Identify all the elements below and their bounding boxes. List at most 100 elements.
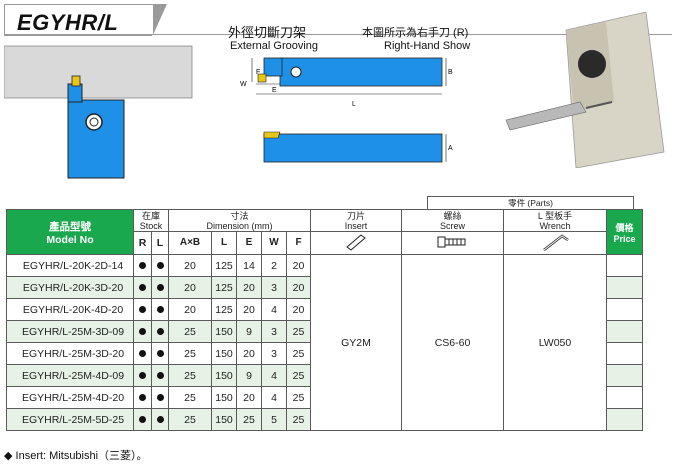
- screw-header-en: Screw: [439, 220, 465, 231]
- length-cell: 150: [211, 364, 237, 387]
- insert-icon: [346, 234, 366, 251]
- wrench-header: L 型板手 Wrench: [503, 209, 607, 232]
- stock-header-cn: 在庫: [141, 210, 160, 221]
- stock-dot-icon: [156, 415, 164, 423]
- top-view-screw-icon: [290, 66, 302, 78]
- insert-header: 刀片 Insert: [310, 209, 402, 232]
- e-cell: 20: [236, 298, 262, 321]
- price-cell: [606, 408, 643, 431]
- stock-header-en: Stock: [139, 220, 163, 231]
- footnote-marker: ◆: [4, 450, 13, 462]
- f-cell: 25: [286, 320, 311, 343]
- stock-l-cell: [151, 386, 169, 409]
- f-cell: 20: [286, 276, 311, 299]
- model-header-en: Model No: [46, 233, 94, 246]
- f-cell: 20: [286, 298, 311, 321]
- hand-label-cn: 本圖所示為右手刀 (R): [362, 27, 469, 39]
- f-cell: 25: [286, 342, 311, 365]
- stock-l-cell: [151, 276, 169, 299]
- stock-dot-icon: [156, 371, 164, 379]
- tool-holder-shape: [67, 99, 125, 179]
- side-view-insert: [263, 131, 281, 139]
- w-cell: 5: [261, 408, 287, 431]
- model-cell: EGYHR/L-20K-2D-14: [6, 254, 134, 277]
- diagram-label-en: External Grooving: [230, 40, 319, 52]
- model-cell: EGYHR/L-25M-3D-20: [6, 342, 134, 365]
- title-tab: EGYHR/L: [4, 4, 167, 35]
- parts-header: 零件 (Parts): [427, 196, 634, 209]
- w-cell: 2: [261, 254, 287, 277]
- col-length-header: L: [211, 231, 237, 255]
- w-cell: 3: [261, 320, 287, 343]
- insert-value-cell: GY2M: [310, 254, 402, 431]
- stock-r-cell: [133, 364, 152, 387]
- model-cell: EGYHR/L-25M-5D-25: [6, 408, 134, 431]
- price-header-en: Price: [613, 233, 636, 244]
- machining-illustration: [4, 45, 193, 179]
- top-view-body: [279, 57, 443, 87]
- price-cell: [606, 386, 643, 409]
- top-view-insert: [257, 73, 267, 83]
- axb-cell: 25: [168, 342, 212, 365]
- dim-label-L: L: [352, 101, 356, 108]
- dim-label-E: E: [272, 87, 277, 94]
- length-cell: 150: [211, 320, 237, 343]
- dim-label-A: A: [448, 145, 453, 152]
- diagram-label-cn: 外徑切斷刀架: [228, 25, 307, 40]
- product-photo: [505, 12, 665, 168]
- stock-l-cell: [151, 254, 169, 277]
- w-cell: 4: [261, 364, 287, 387]
- dimension-header-cn: 寸法: [230, 210, 249, 221]
- wrench-header-en: Wrench: [539, 220, 571, 231]
- header-row-1: 產品型號 Model No 在庫 Stock 寸法 Dimension (mm)…: [6, 209, 643, 255]
- screw-icon-cell: [401, 231, 504, 255]
- dim-label-F: F: [256, 69, 260, 76]
- model-cell: EGYHR/L-20K-4D-20: [6, 298, 134, 321]
- stock-dot-icon: [139, 327, 146, 335]
- stock-l-cell: [151, 298, 169, 321]
- w-cell: 3: [261, 276, 287, 299]
- stock-r-cell: [133, 342, 152, 365]
- length-cell: 150: [211, 408, 237, 431]
- f-cell: 25: [286, 364, 311, 387]
- screw-head-icon: [89, 117, 99, 127]
- price-cell: [606, 320, 643, 343]
- axb-cell: 25: [168, 386, 212, 409]
- tool-neck-shape: [67, 83, 83, 103]
- price-cell: [606, 342, 643, 365]
- insert-icon-cell: [310, 231, 402, 255]
- stock-dot-icon: [139, 283, 146, 291]
- stock-r-cell: [133, 276, 152, 299]
- model-header: 產品型號 Model No: [6, 209, 134, 255]
- stock-l-cell: [151, 342, 169, 365]
- e-cell: 20: [236, 386, 262, 409]
- photo-screw-icon: [578, 50, 606, 78]
- spec-table: 產品型號 Model No 在庫 Stock 寸法 Dimension (mm)…: [6, 209, 643, 431]
- insert-header-cn: 刀片: [346, 210, 365, 221]
- page-title: EGYHR/L: [17, 10, 119, 35]
- axb-cell: 20: [168, 298, 212, 321]
- stock-l-cell: [151, 364, 169, 387]
- w-cell: 3: [261, 342, 287, 365]
- price-cell: [606, 254, 643, 277]
- model-cell: EGYHR/L-25M-4D-20: [6, 386, 134, 409]
- col-l-header: L: [151, 231, 169, 255]
- col-f-header: F: [286, 231, 311, 255]
- axb-cell: 25: [168, 320, 212, 343]
- screw-icon: [437, 236, 465, 248]
- e-cell: 25: [236, 408, 262, 431]
- stock-dot-icon: [139, 349, 146, 357]
- header-rule-left: [4, 34, 152, 36]
- tool-drawing: F W E L B A: [240, 57, 453, 163]
- price-header-cn: 價格: [615, 222, 634, 233]
- f-cell: 20: [286, 254, 311, 277]
- stock-r-cell: [133, 254, 152, 277]
- dimension-header-en: Dimension (mm): [206, 220, 273, 231]
- dim-label-W: W: [240, 81, 247, 88]
- stock-r-cell: [133, 386, 152, 409]
